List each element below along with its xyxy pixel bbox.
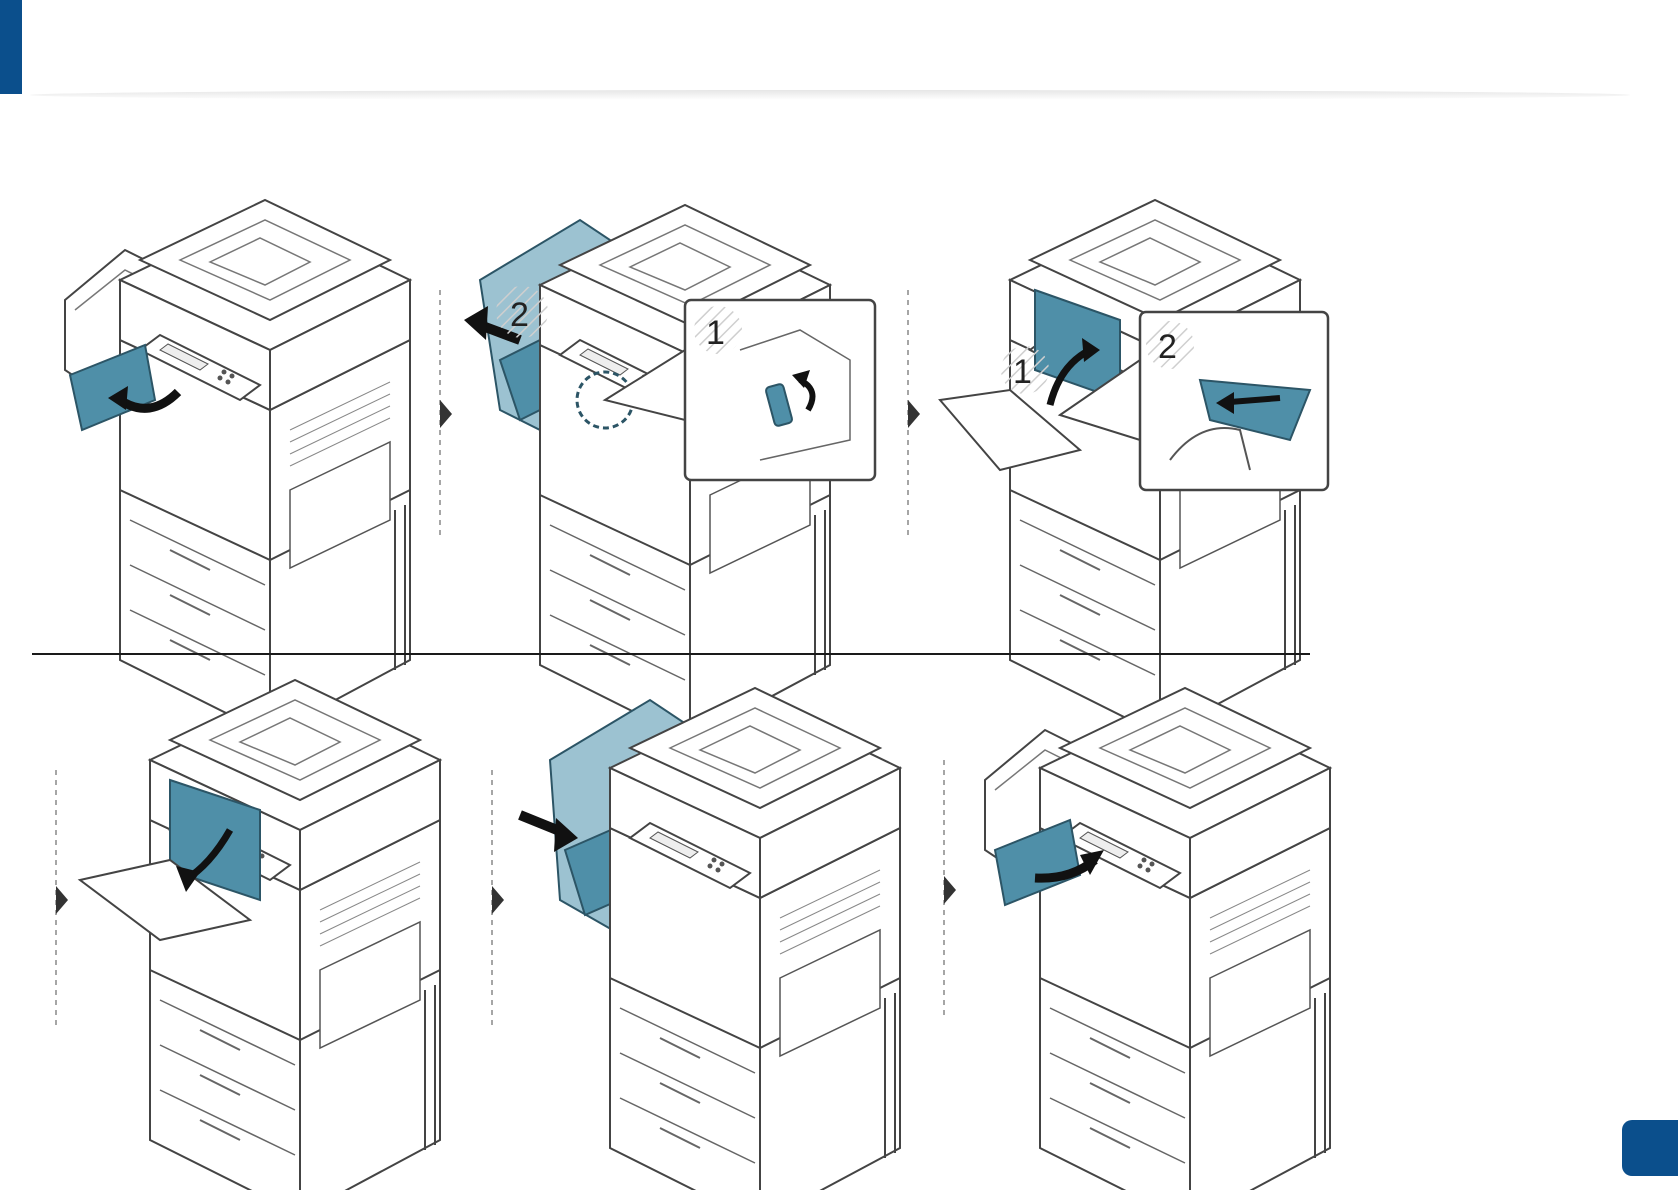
- step-6-illustration: [985, 688, 1330, 1190]
- step-2-illustration: 2 1: [464, 205, 875, 740]
- callout-number-1: 1: [1013, 353, 1032, 391]
- step-5-illustration: [520, 688, 900, 1190]
- step-4-illustration: [80, 680, 440, 1190]
- callout-number-2: 2: [510, 296, 529, 334]
- callout-number-2: 2: [1158, 328, 1177, 366]
- callout-number-1: 1: [706, 314, 725, 352]
